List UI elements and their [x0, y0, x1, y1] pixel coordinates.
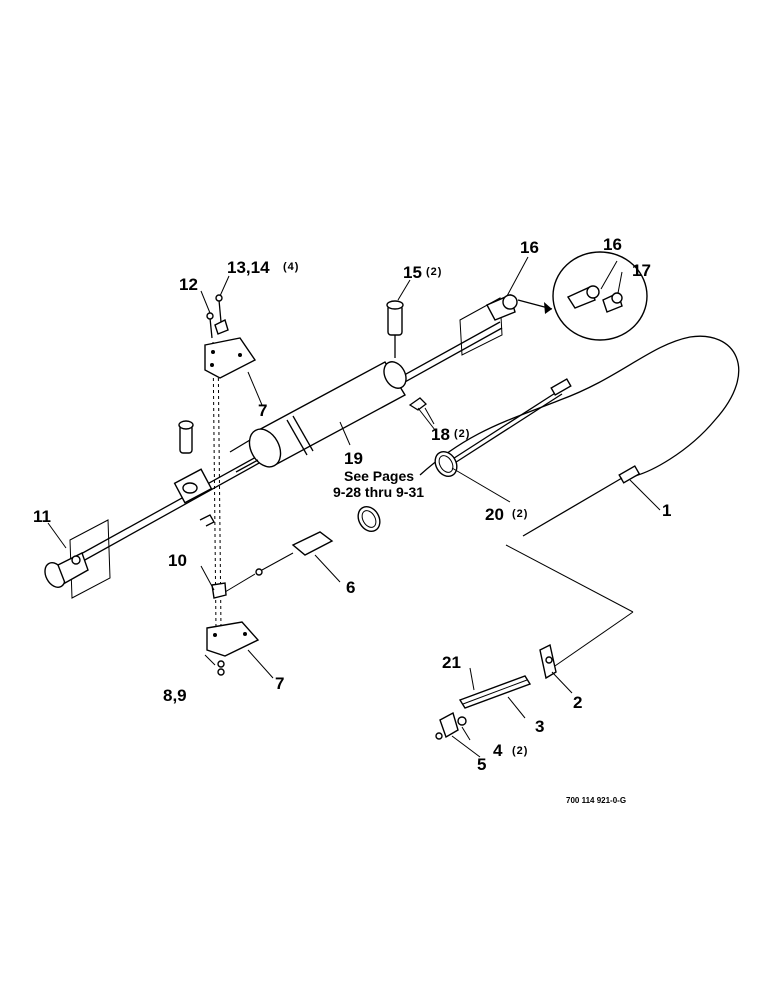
label-6: 6: [346, 578, 355, 597]
label-20-qty: (2): [512, 508, 528, 520]
label-15-qty: (2): [426, 266, 442, 278]
bracket-11: [44, 519, 111, 599]
label-18: 18: [431, 425, 450, 444]
vertical-shaft: [212, 341, 222, 631]
label-13-14-qty: (4): [283, 261, 299, 273]
see-pages-note-line1: See Pages: [344, 468, 414, 484]
fitting-10: [211, 582, 227, 599]
label-21: 21: [442, 653, 461, 672]
label-8-9: 8,9: [163, 686, 187, 705]
label-19: 19: [344, 449, 363, 468]
channel-6: [224, 531, 334, 593]
hose-clamp-20b: [357, 505, 381, 533]
label-3: 3: [535, 717, 544, 736]
bolt-12: [206, 294, 229, 339]
label-17: 17: [632, 261, 651, 280]
label-7-top: 7: [258, 401, 267, 420]
label-18-qty: (2): [454, 428, 470, 440]
label-4: 4: [493, 741, 503, 760]
lever-2: [539, 643, 557, 680]
label-16-detail: 16: [603, 235, 622, 254]
plate-7-top: [204, 337, 257, 379]
hose-clamp-20a: [434, 450, 458, 478]
label-12: 12: [179, 275, 198, 294]
cable-route: [505, 544, 634, 669]
figure-code: 700 114 921-0-G: [566, 796, 626, 805]
label-7-bottom: 7: [275, 674, 284, 693]
detail-inset: [552, 251, 648, 341]
lynch-pin-18: [408, 397, 435, 425]
bracket-16: [459, 294, 553, 356]
leader-lines: [47, 256, 661, 758]
label-15: 15: [403, 263, 422, 282]
label-2: 2: [573, 693, 582, 712]
label-16: 16: [520, 238, 539, 257]
pin-15: [386, 300, 404, 358]
label-5: 5: [477, 755, 486, 774]
see-pages-note-line2: 9-28 thru 9-31: [333, 484, 424, 500]
left-clevis: [173, 420, 215, 527]
label-13-14: 13,14: [227, 258, 270, 277]
label-4-qty: (2): [512, 745, 528, 757]
label-11: 11: [33, 507, 51, 526]
label-1: 1: [662, 501, 671, 520]
handle-3: [458, 675, 532, 709]
hydraulic-cylinder: [229, 361, 407, 473]
plate-5: [435, 711, 459, 740]
cable-1: [419, 335, 740, 537]
plate-7-bottom: [206, 621, 260, 676]
label-20: 20: [485, 505, 504, 524]
washer-4: [457, 716, 467, 726]
label-10: 10: [168, 551, 187, 570]
